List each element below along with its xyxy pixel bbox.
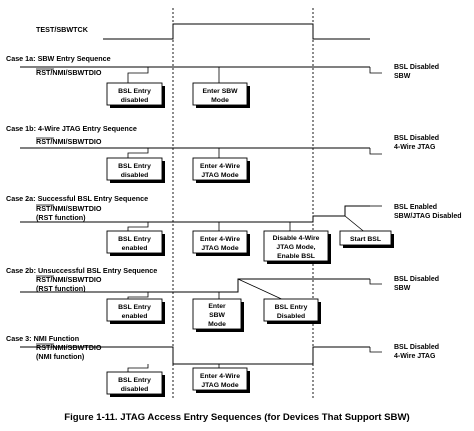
case-1b-title: Case 1b: 4-Wire JTAG Entry Sequence <box>6 124 137 133</box>
case-3-result-line-2: 4-Wire JTAG <box>394 353 436 360</box>
case-2b-result-connector <box>369 279 382 285</box>
svg-text:JTAG Mode: JTAG Mode <box>201 172 238 179</box>
svg-text:Enter: Enter <box>208 303 226 310</box>
case-1b-box-1: BSL Entry disabled <box>106 157 165 183</box>
svg-text:disabled: disabled <box>121 386 149 393</box>
svg-text:BSL Entry: BSL Entry <box>118 377 151 384</box>
case-2a-result-line-2: SBW/JTAG Disabled <box>394 213 462 220</box>
case-3-box-1: BSL Entry disabled <box>106 371 165 397</box>
case-3-title: Case 3: NMI Function <box>6 334 79 343</box>
case-3-box-2: Enter 4-Wire JTAG Mode <box>192 367 250 393</box>
case-2b-box-2: Enter SBW Mode <box>192 298 244 332</box>
svg-text:BSL Entry: BSL Entry <box>118 304 151 311</box>
svg-text:SBW: SBW <box>209 312 225 319</box>
case-1b-box-2: Enter 4-Wire JTAG Mode <box>192 157 250 183</box>
svg-text:disabled: disabled <box>121 97 149 104</box>
case-2b-rst-function: (RST function) <box>36 284 86 293</box>
case-2a-box-4: Start BSL <box>339 230 394 248</box>
case-1b-rst-label: RST/NMI/SBWTDIO <box>36 137 102 146</box>
case-2a-result-line-1: BSL Enabled <box>394 204 437 211</box>
svg-text:BSL Entry: BSL Entry <box>118 163 151 170</box>
case-2b-box-3: BSL Entry Disabled <box>263 298 321 324</box>
svg-text:Mode: Mode <box>211 97 229 104</box>
case-3-waveform <box>20 346 370 365</box>
case-3-nmi-function: (NMI function) <box>36 352 85 361</box>
svg-text:BSL Entry: BSL Entry <box>275 304 308 311</box>
case-1a-box-1: BSL Entry disabled <box>106 82 165 108</box>
svg-text:Enter SBW: Enter SBW <box>202 88 238 95</box>
case-1a-title: Case 1a: SBW Entry Sequence <box>6 54 111 63</box>
test-signal-label: TEST/SBWTCK <box>36 25 89 34</box>
case-1b-result-connector <box>369 148 382 155</box>
case-2a-rst-function: (RST function) <box>36 213 86 222</box>
svg-text:Enter 4-Wire: Enter 4-Wire <box>200 236 240 243</box>
case-2b-result-line-2: SBW <box>394 285 411 292</box>
case-2b-rst-label: RST/NMI/SBWTDIO <box>36 275 102 284</box>
case-1a-result-connector <box>369 67 382 74</box>
case-3-connector-1 <box>127 364 149 374</box>
case-2a-box-3: Disable 4-Wire JTAG Mode, Enable BSL <box>263 230 331 264</box>
case-1b-result-line-2: 4-Wire JTAG <box>394 144 436 151</box>
case-1a-box-2: Enter SBW Mode <box>192 82 250 108</box>
case-2a-connector-1 <box>127 222 149 234</box>
svg-text:Disabled: Disabled <box>277 313 305 320</box>
svg-text:JTAG Mode: JTAG Mode <box>201 382 238 389</box>
svg-text:Enable BSL: Enable BSL <box>277 253 315 260</box>
case-2a-box-2: Enter 4-Wire JTAG Mode <box>192 230 250 256</box>
svg-text:Mode: Mode <box>208 321 226 328</box>
svg-text:enabled: enabled <box>122 313 148 320</box>
case-2a-rst-label: RST/NMI/SBWTDIO <box>36 204 102 213</box>
case-1b-result-line-1: BSL Disabled <box>394 135 439 142</box>
case-3-result-line-1: BSL Disabled <box>394 344 439 351</box>
svg-text:Start BSL: Start BSL <box>350 236 381 243</box>
svg-text:Enter 4-Wire: Enter 4-Wire <box>200 373 240 380</box>
case-1b-connector-1 <box>127 148 149 161</box>
svg-text:enabled: enabled <box>122 245 148 252</box>
case-2a-waveform <box>20 205 370 223</box>
svg-text:disabled: disabled <box>121 172 149 179</box>
svg-text:JTAG Mode,: JTAG Mode, <box>276 244 315 251</box>
case-2b-connector-3 <box>237 278 289 303</box>
svg-text:JTAG Mode: JTAG Mode <box>201 245 238 252</box>
case-1a-rst-label: RST/NMI/SBWTDIO <box>36 68 102 77</box>
case-2b-result-line-1: BSL Disabled <box>394 276 439 283</box>
case-2a-title: Case 2a: Successful BSL Entry Sequence <box>6 194 148 203</box>
case-1a-result-line-2: SBW <box>394 73 411 80</box>
svg-text:Enter 4-Wire: Enter 4-Wire <box>200 163 240 170</box>
case-2b-box-1: BSL Entry enabled <box>106 298 165 324</box>
test-waveform <box>103 23 370 40</box>
svg-text:BSL Entry: BSL Entry <box>118 88 151 95</box>
case-3-result-connector <box>369 347 382 353</box>
svg-text:Disable 4-Wire: Disable 4-Wire <box>273 235 320 242</box>
case-1a-connector-1 <box>127 67 149 84</box>
case-2b-title: Case 2b: Unsuccessful BSL Entry Sequence <box>6 266 157 275</box>
case-2b-waveform <box>20 278 370 293</box>
svg-text:BSL Entry: BSL Entry <box>118 236 151 243</box>
figure-caption: Figure 1-11. JTAG Access Entry Sequences… <box>64 412 409 423</box>
case-2a-box-1: BSL Entry enabled <box>106 230 165 256</box>
case-1a-result-line-1: BSL Disabled <box>394 64 439 71</box>
